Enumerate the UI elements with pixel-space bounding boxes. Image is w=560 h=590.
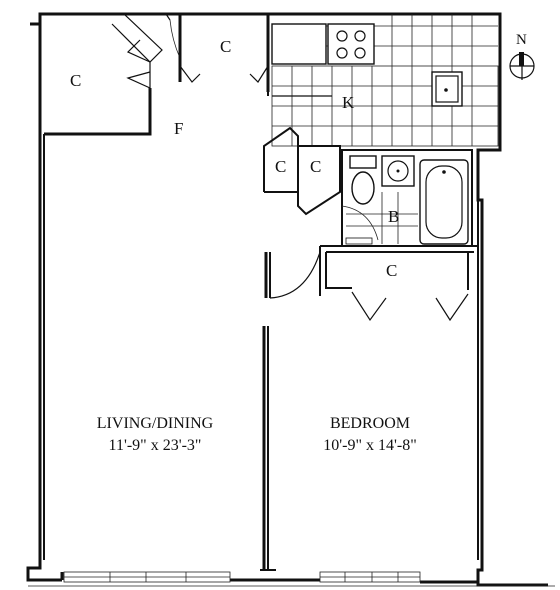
closet-entry-left-walls [44, 13, 163, 136]
kitchen [267, 14, 499, 147]
stove-icon [327, 23, 375, 65]
bath-label: B [388, 207, 399, 226]
compass-label: N [516, 32, 527, 48]
bedroom-size: 10'-9" x 14'-8" [323, 437, 416, 454]
bathroom [341, 149, 473, 247]
bedroom-door [269, 251, 321, 299]
window-living [63, 571, 231, 583]
closet-label-hall-2: C [310, 157, 321, 176]
north-compass-icon: N [509, 32, 535, 80]
kitchen-tile-grid [271, 14, 499, 147]
kitchen-label: K [342, 93, 355, 112]
lavatory-icon [381, 155, 415, 187]
kitchen-counter [271, 23, 327, 65]
closet-label-hall-1: C [275, 157, 286, 176]
bedroom-name: BEDROOM [330, 415, 410, 432]
kitchen-sink-icon [431, 71, 463, 107]
living-room-name: LIVING/DINING [97, 415, 214, 432]
entry-door [165, 13, 181, 59]
hall-closets [263, 126, 341, 216]
closet-entry-top-walls [178, 14, 270, 92]
foyer-label: F [174, 119, 183, 138]
closet-label-entry-left: C [70, 71, 81, 90]
closet-label-bedroom: C [386, 261, 397, 280]
closet-label-entry-top: C [220, 37, 231, 56]
window-bedroom [319, 571, 421, 583]
outer-walls [26, 12, 555, 587]
toilet-icon [349, 155, 377, 205]
interior-walls [260, 245, 478, 571]
bathtub-icon [419, 159, 469, 245]
living-room-size: 11'-9" x 23'-3" [109, 437, 202, 454]
